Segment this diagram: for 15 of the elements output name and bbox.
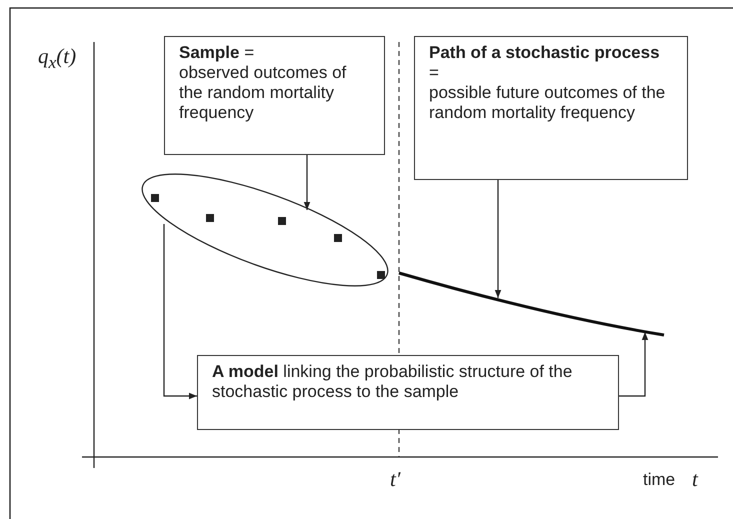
box-text: Sample =: [179, 43, 256, 63]
tick-label: t′: [390, 467, 400, 492]
axis-label: q$_{x}$(t): [38, 44, 76, 74]
axis-label: time: [643, 470, 676, 490]
arrow: [494, 180, 502, 298]
arrow: [163, 224, 197, 400]
arrow: [304, 155, 310, 210]
arrow: [619, 332, 648, 397]
text-box: [197, 355, 619, 430]
box-text: A model linking the probabilistic structure of the stochastic process to the sample: [212, 362, 574, 402]
text-box: [164, 36, 385, 155]
box-text: possible future outcomes of the random mortality frequency: [429, 83, 666, 123]
box-text: observed outcomes of the random mortality frequency: [179, 63, 348, 123]
text-box: [414, 36, 688, 180]
axis-label: t: [692, 467, 698, 492]
